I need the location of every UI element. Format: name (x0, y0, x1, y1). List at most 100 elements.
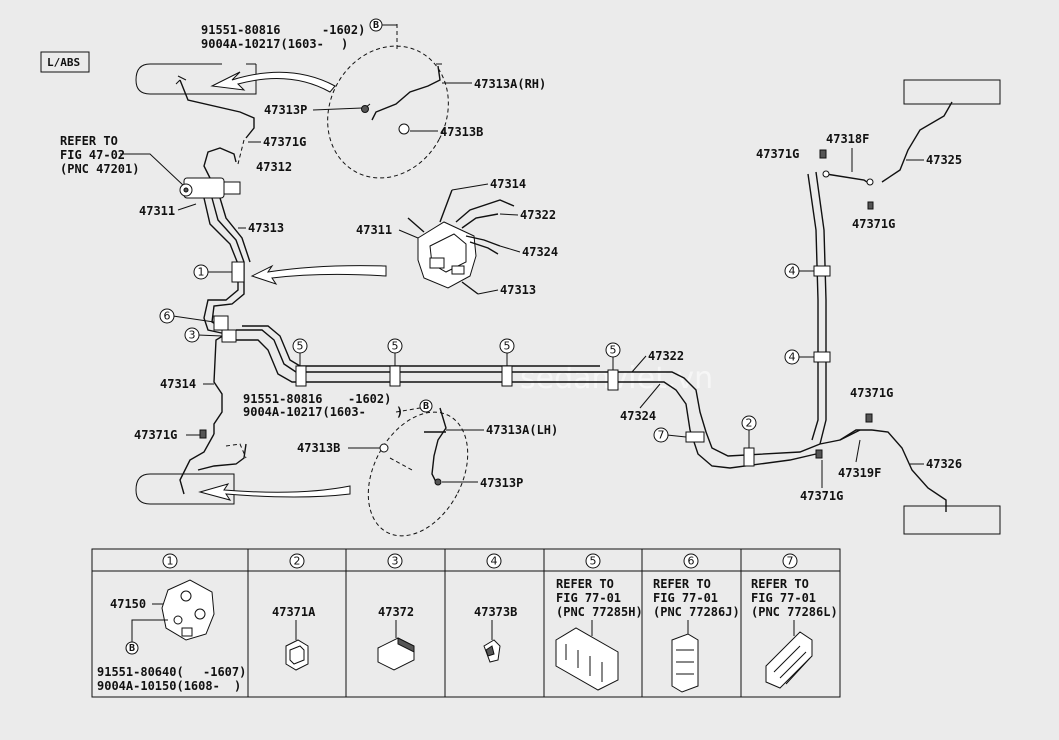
legend-6-ref-3: (PNC 77286J) (653, 605, 740, 619)
legend-7-ref-3: (PNC 77286L) (751, 605, 838, 619)
clip-5-d (607, 369, 619, 391)
label-47371G-top: 47371G (263, 135, 306, 149)
callout-circle-5 (292, 338, 308, 354)
clip-7-body (685, 431, 705, 443)
arrow-to-clip (250, 264, 387, 285)
wheel-box-rear-left (903, 505, 1001, 535)
label-mid-ref-2-end: ) (396, 405, 403, 419)
label-47371G-r2: 47371G (852, 217, 895, 231)
legend-5-ref-3: (PNC 77285H) (556, 605, 643, 619)
callout-leader (666, 434, 687, 438)
master-cylinder-actuator (179, 177, 241, 199)
label-mid-ref-2: 9004A-10217(1603- (243, 405, 366, 419)
clip-4-a (813, 265, 831, 277)
label-47318F: 47318F (826, 132, 869, 146)
wheel-box-rear-right (903, 79, 1001, 105)
legend-head-number: 6 (688, 555, 695, 568)
callout-number: 2 (746, 417, 753, 430)
legend-head-number: 7 (787, 555, 794, 568)
label-47371G-r3: 47371G (850, 386, 893, 400)
legend-head-circle-1 (162, 553, 178, 569)
legend-1-note-2: 9004A-10150(1608- (97, 679, 220, 693)
legend-6-ref-2: FIG 77-01 (653, 591, 718, 605)
clip-5-c (501, 365, 513, 387)
label-47311-left: 47311 (139, 204, 175, 218)
legend-head-number: 1 (167, 555, 174, 568)
wheel-box-front-left (135, 473, 235, 505)
legend-1-illustration (161, 579, 215, 641)
callout-circle-3 (184, 327, 200, 343)
arrow-to-box-bottom (198, 483, 351, 501)
label-refer-3: (PNC 47201) (60, 162, 139, 176)
legend-3-illustration (377, 637, 415, 671)
label-47313B-bot: 47313B (297, 441, 340, 455)
label-top-ref-2: 9004A-10217(1603- (201, 37, 324, 51)
hose-front-right (179, 79, 255, 139)
label-47322-mid: 47322 (648, 349, 684, 363)
label-47312: 47312 (256, 160, 292, 174)
legend-6-illustration (671, 633, 699, 693)
legend-head-circle-4 (486, 553, 502, 569)
label-refer-2: FIG 47-02 (60, 148, 125, 162)
callout-circle-4 (784, 349, 800, 365)
legend-head-number: 4 (491, 555, 498, 568)
actuator-detail (407, 189, 515, 295)
legend-2-illustration (285, 639, 309, 671)
legend-head-circle-7 (782, 553, 798, 569)
legend-head-number: 3 (392, 555, 399, 568)
legend-head-circle-3 (387, 553, 403, 569)
legend-table (91, 548, 841, 698)
callout-circle-1 (193, 264, 209, 280)
callout-number: 7 (658, 429, 665, 442)
label-47313B-top: 47313B (440, 125, 483, 139)
label-47324-detail: 47324 (522, 245, 558, 259)
callout-leader (172, 315, 215, 323)
callout-circle-7 (653, 427, 669, 443)
clip-3-body (221, 329, 237, 343)
callout-leader (197, 334, 223, 337)
label-47314-detail: 47314 (490, 177, 526, 191)
legend-4-illustration (483, 639, 501, 663)
label-47313P-top: 47313P (264, 103, 307, 117)
legend-1-part: 47150 (110, 597, 146, 611)
abs-tag: L/ABS (40, 51, 90, 73)
label-top-ref-1: 91551-80816 (201, 23, 280, 37)
label-47371G-r1: 47371G (756, 147, 799, 161)
bolt-symbol-top: B (373, 20, 379, 31)
label-47313A-lh: 47313A(LH) (486, 423, 558, 437)
legend-head-circle-6 (683, 553, 699, 569)
bolt-symbol-mid: B (423, 401, 429, 412)
label-47313P-bot: 47313P (480, 476, 523, 490)
abs-tag-text: L/ABS (47, 56, 80, 69)
clip-5-a (295, 365, 307, 387)
legend-7-ref-2: FIG 77-01 (751, 591, 816, 605)
clip-2-body (743, 447, 755, 467)
callout-number: 5 (297, 340, 304, 353)
callout-circle-6 (159, 308, 175, 324)
clip-5-b (389, 365, 401, 387)
clip-4-b (813, 351, 831, 363)
label-47313-detail: 47313 (500, 283, 536, 297)
callout-number: 5 (610, 344, 617, 357)
label-mid-ref-1-range: -1602) (348, 392, 391, 406)
legend-7-illustration (765, 631, 813, 689)
callout-circle-2 (741, 415, 757, 431)
label-top-ref-2-end: ) (341, 37, 348, 51)
label-47313A-rh: 47313A(RH) (474, 77, 546, 91)
callout-circle-5 (605, 342, 621, 358)
label-47319F: 47319F (838, 466, 881, 480)
legend-4-part: 47373B (474, 605, 517, 619)
label-47322-detail: 47322 (520, 208, 556, 222)
label-47371G-left: 47371G (134, 428, 177, 442)
legend-1-bolt: B (129, 643, 135, 654)
label-47314-left: 47314 (160, 377, 196, 391)
label-47326: 47326 (926, 457, 962, 471)
legend-head-number: 2 (294, 555, 301, 568)
callout-circle-5 (387, 338, 403, 354)
label-47311-detail: 47311 (356, 223, 392, 237)
detail-ellipse-rh (327, 45, 449, 179)
legend-2-part: 47371A (272, 605, 316, 619)
clip-6-body (213, 315, 229, 331)
